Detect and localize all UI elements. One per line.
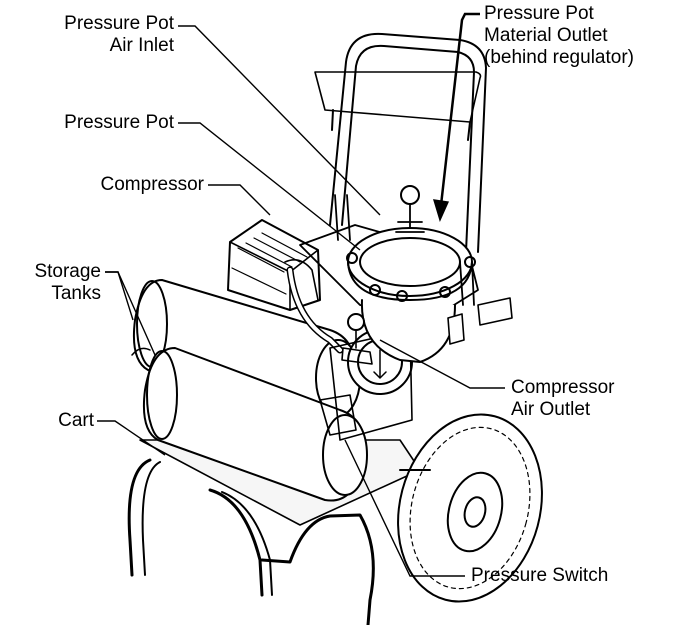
leader-cart (97, 420, 166, 456)
label-pressure-pot-material-outlet: Pressure Pot Material Outlet (behind reg… (484, 3, 679, 69)
label-cart: Cart (20, 410, 94, 432)
pressure-pot (299, 185, 479, 363)
label-pressure-pot: Pressure Pot (20, 112, 174, 134)
label-line: Compressor (100, 174, 204, 195)
leader-lines (97, 12, 505, 577)
label-storage-tanks: Storage Tanks (5, 261, 101, 305)
label-line: Pressure Pot (484, 3, 594, 24)
label-line: Air Outlet (511, 399, 591, 420)
side-handle (447, 297, 513, 345)
cart-handle (314, 32, 487, 253)
label-line: Pressure Pot (64, 112, 174, 133)
label-line: Tanks (51, 283, 101, 304)
label-line: Compressor (511, 377, 615, 398)
compressor-body (227, 219, 413, 441)
cart-wheel (397, 413, 543, 603)
label-line: Air Inlet (109, 35, 174, 56)
label-line: Material Outlet (484, 25, 608, 46)
label-pressure-switch: Pressure Switch (471, 565, 671, 587)
pressure-switch-assembly (319, 313, 373, 436)
leader-pot-material-outlet (438, 12, 480, 215)
label-compressor: Compressor (20, 174, 204, 196)
label-line: Storage (34, 261, 101, 282)
leader-compressor-air-outlet (379, 339, 505, 389)
leader-pressure-switch (344, 439, 465, 577)
label-compressor-air-outlet: Compressor Air Outlet (511, 377, 671, 421)
arrow-head (433, 199, 450, 223)
label-line: (behind regulator) (484, 47, 634, 68)
leader-pressure-pot (178, 122, 361, 251)
label-pressure-pot-air-inlet: Pressure Pot Air Inlet (20, 13, 174, 57)
label-line: Pressure Pot (64, 13, 174, 34)
leader-compressor (208, 184, 271, 216)
label-line: Cart (58, 410, 94, 431)
label-line: Pressure Switch (471, 565, 609, 586)
leader-pot-air-inlet (178, 25, 381, 216)
leader-storage-tanks-2 (105, 271, 134, 321)
storage-tanks (131, 279, 368, 502)
